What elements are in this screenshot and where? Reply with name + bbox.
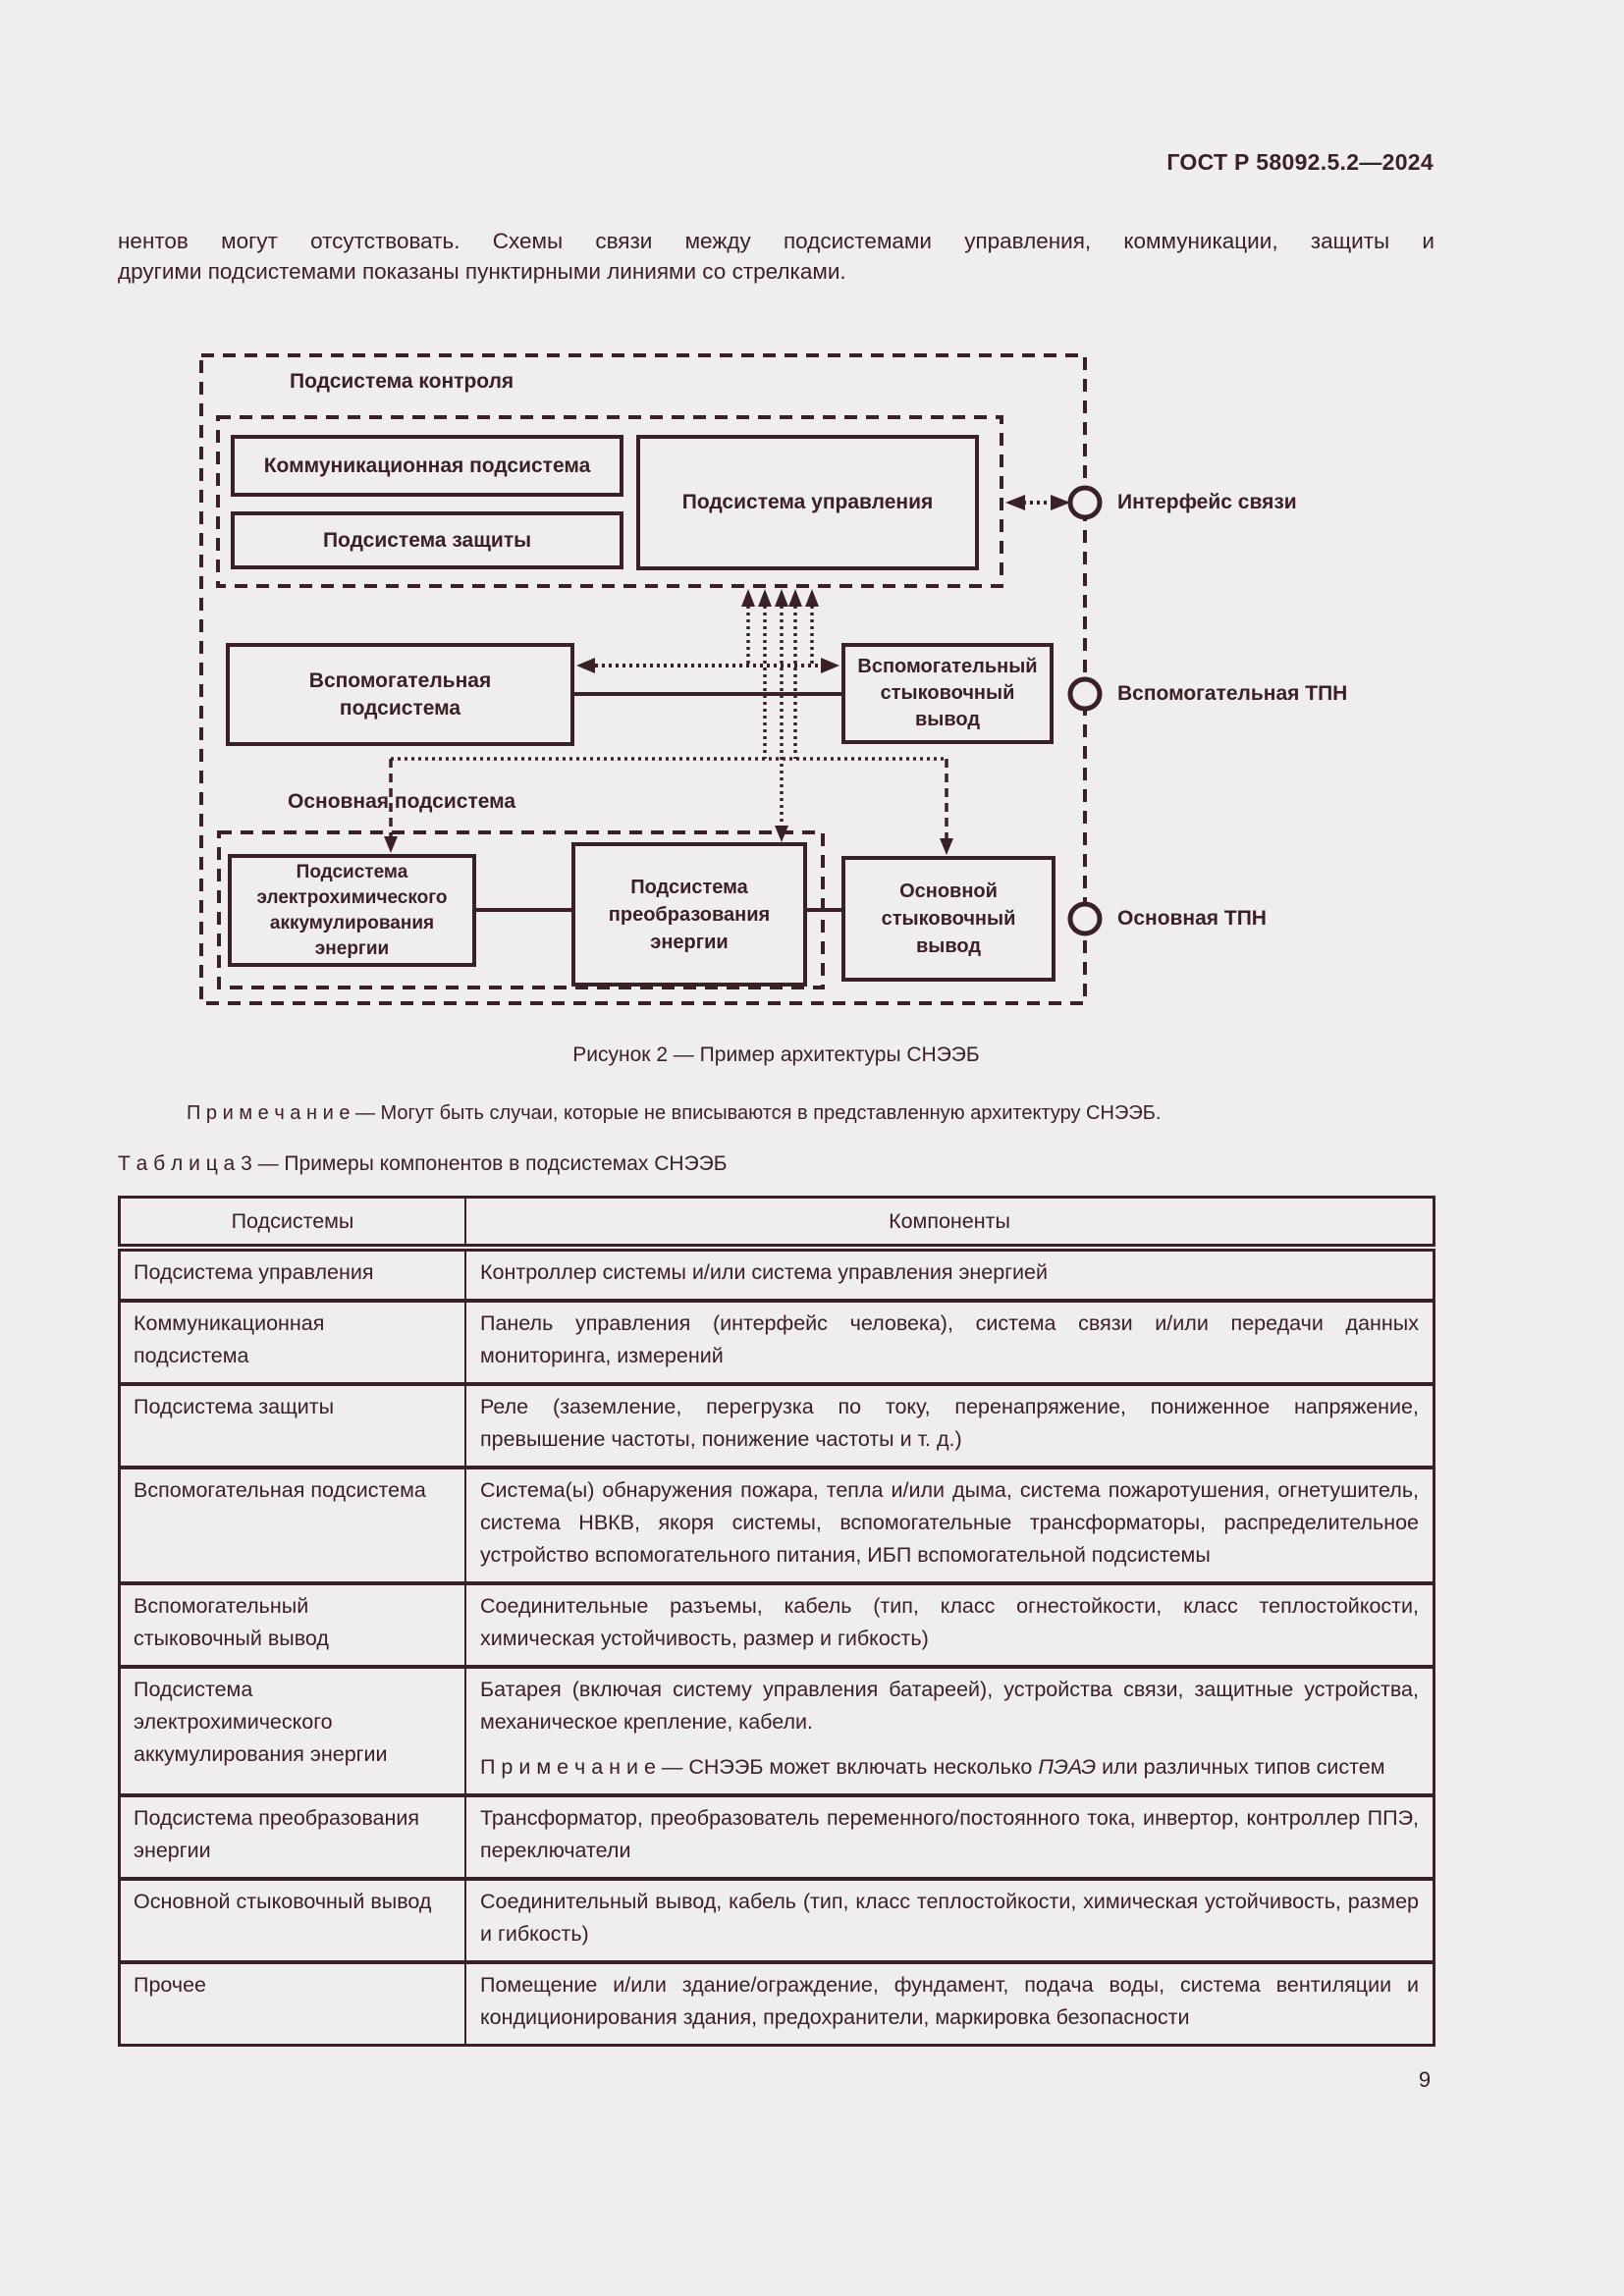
cell-paragraph: Соединительный вывод, кабель (тип, класс… [480,1886,1419,1950]
interface-port-circle [1067,485,1103,520]
subsystem-cell: Подсистема преобразования энергии [119,1793,466,1879]
components-cell: Соединительный вывод, кабель (тип, класс… [465,1877,1435,1962]
subsystem-cell: Основной стыковочный вывод [119,1877,466,1962]
arrowhead-down-storage [384,836,398,853]
main-tpn-port-label: Основная ТПН [1117,907,1267,930]
cell-paragraph: Контроллер системы и/или система управле… [480,1256,1419,1289]
components-cell: Соединительные разъемы, кабель (тип, кла… [465,1581,1435,1667]
components-cell: Контроллер системы и/или система управле… [465,1248,1435,1301]
architecture-diagram: Подсистема контроля Основная подсистема … [177,348,1434,1026]
aux-tpn-port-label: Вспомогательная ТПН [1117,682,1348,705]
intro-line-1: нентов могут отсутствовать. Схемы связи … [118,229,1435,253]
arrowhead-down-main-terminal [940,838,953,855]
text-run: П р и м е ч а н и е — СНЭЭБ может включа… [480,1755,1039,1779]
text-run: Система(ы) обнаружения пожара, тепла и/и… [480,1478,1419,1567]
text-run: Трансформатор, преобразователь переменно… [480,1806,1419,1862]
subsystem-cell: Подсистема электрохимического аккумулиро… [119,1665,466,1795]
cell-paragraph: Реле (заземление, перегрузка по току, пе… [480,1391,1419,1456]
table-row: Подсистема электрохимического аккумулиро… [119,1665,1435,1795]
components-cell: Панель управления (интерфейс человека), … [465,1299,1435,1384]
column-header-components: Компоненты [465,1197,1435,1252]
main-terminal-box: Основной стыковочный вывод [841,856,1056,982]
subsystem-cell: Подсистема защиты [119,1382,466,1468]
text-run: Соединительные разъемы, кабель (тип, кла… [480,1594,1419,1650]
auxiliary-subsystem-box: Вспомогательная подсистема [226,643,574,746]
table-title: Т а б л и ц а 3 — Примеры компонентов в … [118,1152,728,1175]
figure-note: П р и м е ч а н и е — Могут быть случаи,… [187,1102,1162,1124]
components-cell: Помещение и/или здание/ограждение, фунда… [465,1960,1435,2046]
components-cell: Система(ы) обнаружения пожара, тепла и/и… [465,1466,1435,1583]
document-code-header: ГОСТ Р 58092.5.2—2024 [1166,149,1434,175]
components-table: Подсистемы Компоненты Подсистема управле… [118,1196,1435,2047]
arrowhead-left [1005,495,1025,510]
arrowhead-up-1 [741,589,755,607]
components-table-wrapper: Подсистемы Компоненты Подсистема управле… [118,1196,1435,2047]
arrowhead-right [821,658,839,673]
text-run: Помещение и/или здание/ограждение, фунда… [480,1973,1419,2029]
column-header-subsystems: Подсистемы [119,1197,466,1252]
text-run: Контроллер системы и/или система управле… [480,1260,1049,1284]
main-tpn-port-circle [1067,901,1103,936]
control-subsystem-box: Подсистема управления [636,435,979,570]
italic-term: ПЭАЭ [1038,1755,1097,1779]
arrowhead-left [576,658,595,673]
table-head: Подсистемы Компоненты [119,1197,1435,1252]
conversion-subsystem-box: Подсистема преобразования энергии [571,842,807,987]
cell-paragraph: Батарея (включая систему управления бата… [480,1674,1419,1738]
communication-subsystem-box: Коммуникационная подсистема [231,435,623,497]
table-body: Подсистема управления Контроллер системы … [119,1248,1435,2046]
storage-subsystem-box: Подсистема электрохимического аккумулиро… [228,854,476,967]
main-group-label: Основная подсистема [288,790,516,813]
cell-note-paragraph: П р и м е ч а н и е — СНЭЭБ может включа… [480,1751,1419,1784]
protection-subsystem-box: Подсистема защиты [231,511,623,569]
text-run: Батарея (включая систему управления бата… [480,1678,1419,1734]
components-cell: Реле (заземление, перегрузка по току, пе… [465,1382,1435,1468]
control-group-label: Подсистема контроля [290,370,514,393]
page-number: 9 [1418,2067,1432,2092]
cell-paragraph: Соединительные разъемы, кабель (тип, кла… [480,1590,1419,1655]
subsystem-cell: Подсистема управления [119,1248,466,1301]
table-row: Подсистема управления Контроллер системы … [119,1248,1435,1301]
components-cell: Трансформатор, преобразователь переменно… [465,1793,1435,1879]
arrowhead-down-conversion [775,826,788,842]
aux-tpn-port-circle [1067,676,1103,712]
arrowhead-up-3 [775,589,788,607]
subsystem-cell: Прочее [119,1960,466,2046]
intro-paragraph: нентов могут отсутствовать. Схемы связи … [118,226,1435,287]
cell-paragraph: Система(ы) обнаружения пожара, тепла и/и… [480,1474,1419,1572]
intro-line-2: другими подсистемами показаны пунктирным… [118,259,846,284]
figure-caption: Рисунок 2 — Пример архитектуры СНЭЭБ [572,1043,980,1066]
subsystem-cell: Вспомогательный стыковочный вывод [119,1581,466,1667]
arrowhead-up-2 [758,589,772,607]
cell-paragraph: Трансформатор, преобразователь переменно… [480,1802,1419,1867]
aux-terminal-box: Вспомогательный стыковочный вывод [841,643,1054,744]
text-run: Соединительный вывод, кабель (тип, класс… [480,1890,1419,1946]
cell-paragraph: Панель управления (интерфейс человека), … [480,1308,1419,1372]
text-run: Реле (заземление, перегрузка по току, пе… [480,1395,1419,1451]
subsystem-cell: Коммуникационная подсистема [119,1299,466,1384]
table-header-row: Подсистемы Компоненты [119,1197,1435,1252]
interface-port-label: Интерфейс связи [1117,491,1297,513]
text-run: Панель управления (интерфейс человека), … [480,1311,1419,1367]
arrowhead-up-4 [788,589,802,607]
cell-paragraph: Помещение и/или здание/ограждение, фунда… [480,1969,1419,2034]
arrowhead-up-5 [805,589,819,607]
text-run: или различных типов систем [1096,1755,1385,1779]
components-cell: Батарея (включая систему управления бата… [465,1665,1435,1795]
subsystem-cell: Вспомогательная подсистема [119,1466,466,1583]
arrowhead-right [1051,495,1070,510]
